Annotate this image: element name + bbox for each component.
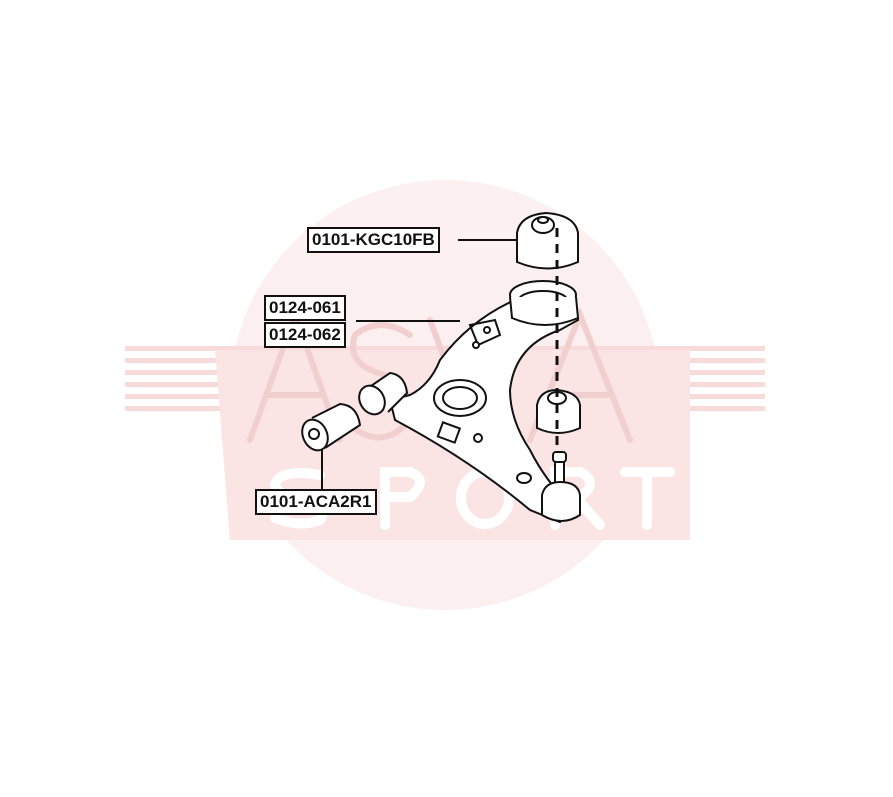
label-front-bushing: 0101-ACA2R1 [255, 489, 377, 515]
upper-bushing [516, 211, 579, 270]
arm-ring-housing [509, 280, 580, 326]
front-bushing [301, 402, 362, 452]
control-arm [388, 299, 580, 524]
label-upper-bushing: 0101-KGC10FB [307, 227, 440, 253]
rear-bushing-sleeve [358, 371, 409, 416]
label-arm-right: 0124-062 [264, 322, 346, 348]
ball-joint [541, 451, 581, 522]
leader-lines [321, 239, 516, 489]
label-arm-left: 0124-061 [264, 295, 346, 321]
